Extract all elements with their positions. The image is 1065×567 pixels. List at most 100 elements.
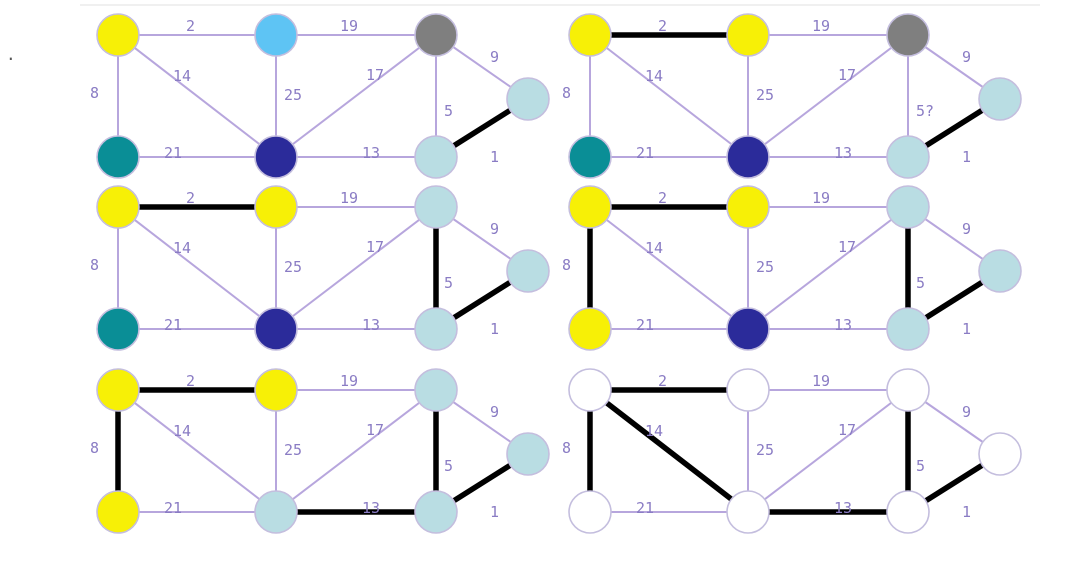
graph-node-c	[414, 368, 458, 412]
edge-weight-label: 5?	[916, 102, 934, 120]
graph-node-c	[886, 13, 930, 57]
edge-weight-label: 21	[164, 316, 182, 334]
edge-a-e	[117, 389, 277, 513]
edge-weight-label: 13	[834, 499, 852, 517]
graph-node-f	[414, 490, 458, 534]
edge-weight-label: 17	[838, 66, 856, 84]
edge-e-c	[275, 206, 437, 330]
edge-weight-label: 2	[186, 17, 195, 35]
graph-node-d	[96, 490, 140, 534]
graph-node-a	[96, 13, 140, 57]
edge-weight-label: 1	[962, 148, 971, 166]
edge-weight-label: 13	[834, 144, 852, 162]
edge-weight-label: 17	[838, 421, 856, 439]
edge-weight-label: 5	[444, 274, 453, 292]
graph-node-b	[726, 185, 770, 229]
graph-node-g	[506, 77, 550, 121]
graph-node-b	[254, 185, 298, 229]
edge-a-e-selected	[588, 387, 750, 515]
edge-weight-label: 5	[444, 102, 453, 120]
graph-node-d	[96, 135, 140, 179]
graph-node-d	[96, 307, 140, 351]
graph-node-d	[568, 307, 612, 351]
edge-weight-label: 25	[284, 86, 302, 104]
edge-weight-label: 1	[962, 320, 971, 338]
edge-weight-label: 8	[90, 439, 99, 457]
edge-weight-label: 19	[812, 372, 830, 390]
edge-weight-label: 1	[490, 503, 499, 521]
graph-node-e	[254, 135, 298, 179]
graph-node-e	[726, 307, 770, 351]
edge-weight-label: 25	[284, 258, 302, 276]
edge-weight-label: 1	[490, 148, 499, 166]
edge-weight-label: 19	[812, 17, 830, 35]
edge-weight-label: 8	[562, 256, 571, 274]
edge-weight-label: 8	[562, 84, 571, 102]
edge-weight-label: 17	[366, 66, 384, 84]
edge-weight-label: 21	[636, 144, 654, 162]
edge-weight-label: 14	[173, 422, 191, 440]
edge-weight-label: 9	[490, 220, 499, 238]
graph-node-e	[254, 490, 298, 534]
edge-weight-label: 21	[164, 144, 182, 162]
graph-node-f	[414, 307, 458, 351]
edge-weight-label: 19	[812, 189, 830, 207]
edge-e-c	[747, 206, 909, 330]
edge-weight-label: 2	[186, 189, 195, 207]
edge-weight-label: 17	[366, 238, 384, 256]
edge-weight-label: 14	[645, 239, 663, 257]
graph-node-g	[978, 432, 1022, 476]
edge-weight-label: 21	[636, 499, 654, 517]
graph-node-b	[254, 13, 298, 57]
graph-node-a	[96, 368, 140, 412]
edge-a-e	[589, 34, 749, 158]
edge-weight-label: 25	[756, 441, 774, 459]
edge-e-c	[747, 34, 909, 158]
edge-weight-label: 14	[173, 239, 191, 257]
edge-weight-label: 13	[362, 499, 380, 517]
edge-weight-label: 25	[284, 441, 302, 459]
edge-weight-label: 19	[340, 17, 358, 35]
graph-node-b	[254, 368, 298, 412]
edge-weight-label: 14	[645, 422, 663, 440]
edge-e-c	[275, 34, 437, 158]
edge-weight-label: 8	[562, 439, 571, 457]
edge-weight-label: 2	[658, 17, 667, 35]
graph-node-b	[726, 13, 770, 57]
graph-node-g	[506, 432, 550, 476]
edge-weight-label: 5	[444, 457, 453, 475]
graph-node-g	[978, 249, 1022, 293]
graph-node-e	[254, 307, 298, 351]
graph-node-g	[506, 249, 550, 293]
edge-weight-label: 13	[834, 316, 852, 334]
graph-node-b	[726, 368, 770, 412]
edge-weight-label: 1	[490, 320, 499, 338]
edge-weight-label: 19	[340, 372, 358, 390]
edge-weight-label: 14	[173, 67, 191, 85]
edge-e-c	[275, 389, 437, 513]
edge-weight-label: 25	[756, 258, 774, 276]
edge-weight-label: 5	[916, 274, 925, 292]
graph-node-e	[726, 135, 770, 179]
graph-node-a	[568, 13, 612, 57]
edge-a-e	[117, 34, 277, 158]
graph-node-f	[886, 490, 930, 534]
graph-node-f	[886, 307, 930, 351]
edge-weight-label: 13	[362, 316, 380, 334]
graph-node-a	[96, 185, 140, 229]
edge-weight-label: 2	[658, 372, 667, 390]
graph-node-a	[568, 185, 612, 229]
edge-weight-label: 17	[838, 238, 856, 256]
edge-e-c	[747, 389, 909, 513]
edge-weight-label: 2	[186, 372, 195, 390]
graph-node-c	[414, 13, 458, 57]
graph-node-d	[568, 135, 612, 179]
graph-node-c	[886, 368, 930, 412]
edge-weight-label: 9	[490, 403, 499, 421]
